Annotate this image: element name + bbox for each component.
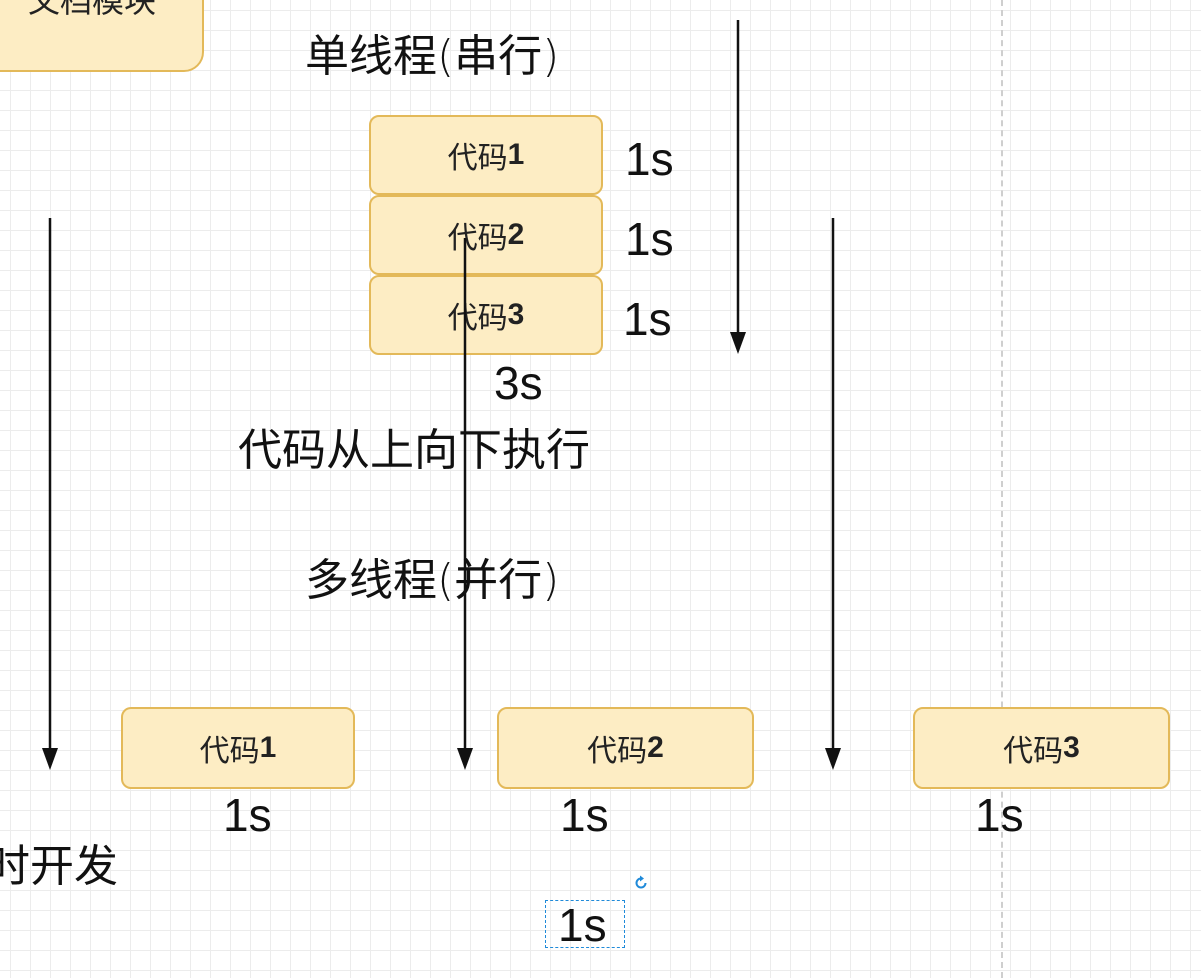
parallel-code-box-2-number: 2	[647, 731, 664, 764]
parallel-code-box-3-number: 3	[1063, 731, 1080, 764]
serial-duration-3: 1s	[623, 293, 672, 345]
serial-code-box-2-prefix: 代码	[447, 221, 508, 256]
parallel-duration-2: 1s	[560, 789, 609, 841]
serial-code-box-3-prefix: 代码	[447, 301, 508, 336]
serial-code-box-1-prefix: 代码	[447, 141, 508, 176]
serial-code-box-2-number: 2	[507, 218, 525, 251]
parallel-code-box-2-prefix: 代码	[587, 734, 648, 769]
serial-caption: 代码从上向下执行	[238, 425, 590, 476]
multi-thread-title: 多线程(并行)	[305, 555, 560, 606]
partial-module-box[interactable]: 文档模块	[0, 0, 204, 72]
serial-flow-arrowhead-icon	[730, 332, 746, 354]
middle-thread-arrowhead-icon	[457, 748, 473, 770]
parallel-code-box-1-number: 1	[259, 731, 277, 764]
serial-duration-1: 1s	[625, 133, 674, 185]
parallel-duration-1: 1s	[223, 789, 272, 841]
parallel-duration-3: 1s	[975, 789, 1024, 841]
partial-module-label: 文档模块	[27, 0, 156, 20]
parallel-code-box-3-prefix: 代码	[1003, 734, 1064, 769]
serial-code-box-1-number: 1	[507, 138, 525, 171]
selection-outline[interactable]	[545, 900, 625, 948]
page-boundary-guide	[1001, 0, 1003, 978]
serial-total-duration: 3s	[494, 357, 543, 409]
single-thread-title: 单线程(串行)	[305, 31, 560, 82]
side-text-partial: 时开发	[0, 841, 118, 892]
parallel-code-box-1-prefix: 代码	[199, 734, 260, 769]
serial-code-box-3-number: 3	[507, 298, 525, 331]
rotate-handle-icon[interactable]	[632, 874, 650, 892]
parallel-total-duration[interactable]: 1s	[558, 899, 607, 951]
serial-duration-2: 1s	[625, 213, 674, 265]
right-thread-arrowhead-icon	[825, 748, 841, 770]
left-thread-arrowhead-icon	[42, 748, 58, 770]
